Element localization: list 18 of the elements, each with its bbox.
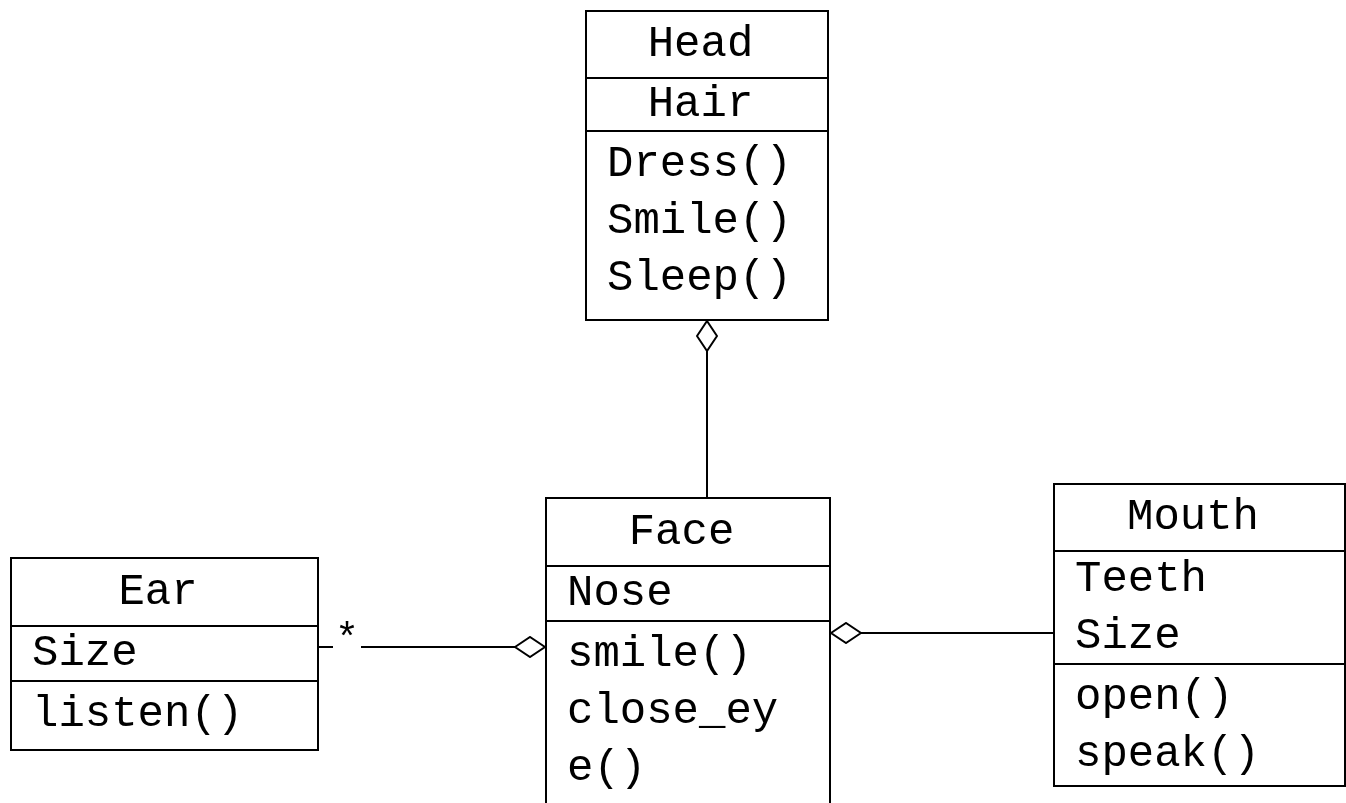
method-list: Dress() Smile() Sleep() [607, 136, 794, 307]
class-name: Face [627, 505, 736, 559]
aggregation-line [318, 636, 546, 658]
attribute-list: Hair [607, 76, 794, 133]
class-box [1053, 483, 1346, 787]
method-list: open() speak() [1075, 669, 1311, 783]
attribute-list: Size [32, 625, 284, 682]
class-name: Head [646, 18, 755, 71]
method-list: listen() [32, 686, 284, 743]
class-box [10, 557, 319, 751]
class-name: Ear [117, 565, 199, 619]
method-list: smile() close_eye() [567, 626, 796, 797]
class-box [545, 497, 831, 803]
attribute-list: Nose [567, 565, 796, 622]
class-box [585, 10, 829, 321]
class-name: Mouth [1126, 491, 1260, 544]
aggregation-line [830, 622, 1054, 644]
aggregation-line [696, 320, 718, 498]
